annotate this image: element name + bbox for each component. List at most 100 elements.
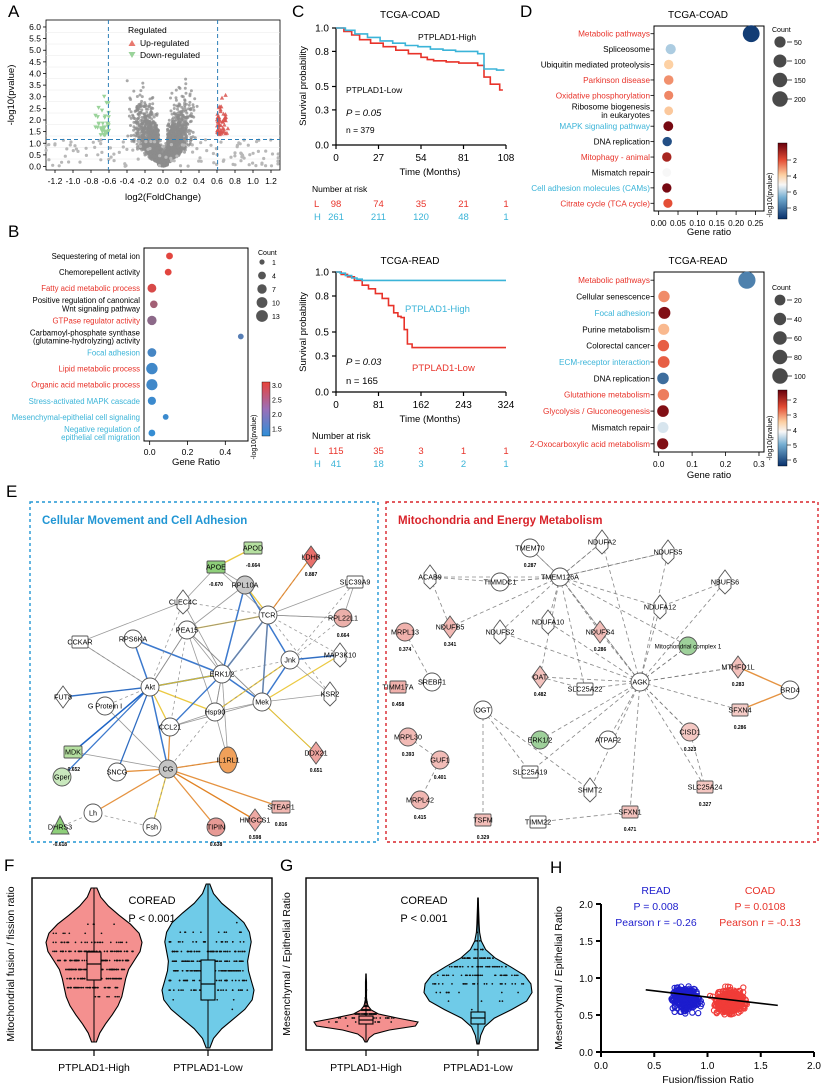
go-term-label: epithelial cell migration <box>61 433 140 442</box>
volcano-point <box>189 136 193 139</box>
volcano-point <box>73 144 77 148</box>
violin-point <box>239 960 242 963</box>
corr-coad-p: P = 0.0108 <box>735 901 786 913</box>
volcano-legend-down-label: Down-regulated <box>140 50 200 60</box>
corr-read-p: P = 0.008 <box>633 901 678 913</box>
volcano-point <box>189 112 193 116</box>
violin-point <box>52 950 54 953</box>
violin-point <box>361 1009 364 1011</box>
violin-point <box>390 1017 393 1019</box>
violin-point <box>220 950 223 953</box>
violin-point <box>116 986 119 989</box>
kegg-coad-title: TCGA-COAD <box>668 10 728 21</box>
violin-point <box>70 968 73 971</box>
violin-point <box>198 979 201 982</box>
violin-point <box>200 931 202 934</box>
violin-point <box>184 979 187 982</box>
volcano-legend-up-label: Up-regulated <box>140 38 189 48</box>
volcano-point <box>167 141 171 145</box>
network-right-title: Mitochondria and Energy Metabolism <box>398 515 602 527</box>
violin-point <box>237 969 239 972</box>
violin-point <box>106 959 109 962</box>
violin-point <box>375 1017 378 1019</box>
volcano-point <box>138 144 142 148</box>
volcano-xtick: -0.4 <box>120 176 135 186</box>
volcano-point <box>212 161 216 165</box>
volcano-point <box>172 112 176 116</box>
network-edge <box>149 686 169 770</box>
network-node-label: CLEC4C <box>169 598 197 607</box>
go-dot <box>148 429 156 437</box>
volcano-ytick: 2.5 <box>29 103 41 113</box>
violin-point <box>476 957 478 959</box>
volcano-point <box>183 86 187 90</box>
volcano-point <box>203 138 208 142</box>
volcano-point <box>149 139 153 144</box>
network-node-label: AGK <box>632 678 647 687</box>
network-edge <box>639 581 726 683</box>
violin-point <box>448 965 451 968</box>
volcano-point <box>170 127 174 131</box>
volcano-point <box>269 164 274 168</box>
violin-point <box>195 950 198 953</box>
go-term-label: Positive regulation of canonical <box>33 296 141 305</box>
km-xtick: 162 <box>413 400 430 411</box>
volcano-point <box>246 143 250 147</box>
violin-point <box>174 969 176 972</box>
volcano-point <box>162 160 166 164</box>
violin-point <box>80 941 83 944</box>
volcano-point <box>183 129 187 133</box>
volcano-threshold-lines <box>46 20 280 170</box>
violin-point <box>75 959 78 962</box>
violin-point <box>178 979 181 982</box>
volcano-point <box>181 107 185 111</box>
volcano-point <box>164 144 168 148</box>
violin-point <box>491 983 494 985</box>
violin-point <box>96 986 99 989</box>
km-coad-risk-title: Number at risk <box>312 184 368 194</box>
violin-point <box>73 986 76 989</box>
go-term-label: GTPase regulator activity <box>52 316 140 325</box>
violin-point <box>121 941 124 944</box>
violin-point <box>513 974 516 977</box>
volcano-up-point <box>223 112 228 117</box>
volcano-point <box>129 116 133 120</box>
network-node: PEA15 <box>176 620 198 640</box>
volcano-point <box>121 140 125 144</box>
volcano-point <box>153 158 157 162</box>
violin-point <box>505 974 508 977</box>
violin-point <box>182 989 184 991</box>
volcano-point <box>192 108 196 112</box>
network-node-value: 0.283 <box>732 682 745 688</box>
volcano-point <box>136 132 140 136</box>
network-node-label: Hsp90 <box>205 708 226 717</box>
violin-point <box>213 950 215 953</box>
volcano-point <box>199 159 203 163</box>
violin-point <box>483 983 486 985</box>
violin-point <box>447 991 450 994</box>
violin-point <box>480 1000 483 1002</box>
violin-point <box>119 941 122 944</box>
kegg-count-legend-value: 200 <box>794 97 806 104</box>
volcano-down-point <box>102 125 107 130</box>
volcano-point <box>172 121 176 125</box>
volcano-point <box>171 147 175 151</box>
violin-point <box>183 960 185 963</box>
network-edge <box>639 681 691 733</box>
network-node: DHRS3-0.618 <box>48 814 72 848</box>
violin-point <box>467 957 470 959</box>
kegg-count-legend-dot <box>773 312 787 326</box>
network-edge <box>72 686 151 753</box>
network-edge <box>79 641 151 688</box>
violin-point <box>222 969 225 972</box>
violin-point <box>193 969 195 972</box>
violin-point <box>113 923 115 926</box>
kegg-count-legend-value: 80 <box>794 355 802 362</box>
kegg-count-legend-value: 100 <box>794 59 806 66</box>
volcano-point <box>174 96 178 100</box>
network-node-value: 0.638 <box>210 842 223 848</box>
kegg-term-label: Purine metabolism <box>582 325 650 334</box>
network-node-label: TIMM17A <box>382 683 413 692</box>
